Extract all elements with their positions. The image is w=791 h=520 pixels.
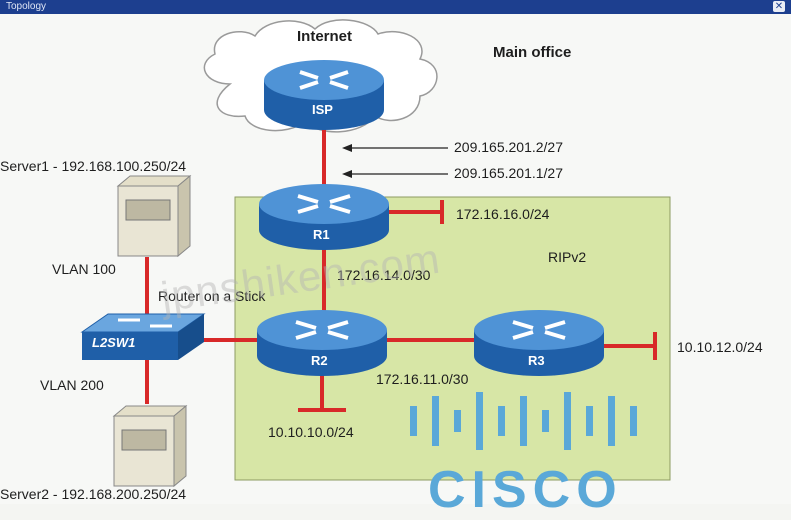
link-r2-r3-label: 172.16.11.0/30: [376, 371, 469, 387]
isp-router-label: ISP: [312, 102, 333, 117]
router-isp[interactable]: [264, 60, 384, 130]
window-titlebar: Topology ✕: [0, 0, 791, 14]
server2-label: Server2 - 192.168.200.250/24: [0, 486, 187, 502]
r3-router-label: R3: [528, 353, 545, 368]
isp-ip-2-label: 209.165.201.2/27: [454, 139, 563, 155]
server2-icon[interactable]: [112, 404, 188, 488]
cisco-logo-bars: [410, 392, 637, 450]
vlan200-label: VLAN 200: [40, 377, 104, 393]
router-r2[interactable]: [257, 310, 387, 376]
window-title: Topology: [6, 1, 47, 12]
server1-label: Server1 - 192.168.100.250/24: [0, 158, 187, 174]
router-r1[interactable]: [259, 184, 389, 250]
close-icon[interactable]: ✕: [773, 1, 785, 12]
router-r3[interactable]: [474, 310, 604, 376]
switch-l2sw1[interactable]: [80, 313, 206, 360]
main-office-label: Main office: [493, 44, 572, 61]
isp-ip-1-label: 209.165.201.1/27: [454, 165, 563, 181]
topology-canvas: Internet Main office 209.165.201.2/27 20…: [0, 14, 791, 519]
r1-lan-label: 172.16.16.0/24: [456, 206, 550, 222]
arrow-isp-ip1: [342, 170, 448, 178]
vlan100-label: VLAN 100: [52, 261, 116, 277]
internet-label: Internet: [297, 28, 353, 45]
r2-lan-label: 10.10.10.0/24: [268, 424, 354, 440]
arrow-isp-ip2: [342, 144, 448, 152]
server1-icon[interactable]: [116, 174, 192, 258]
ripv2-label: RIPv2: [548, 249, 587, 265]
link-r1-r2-label: 172.16.14.0/30: [337, 267, 431, 283]
r2-router-label: R2: [311, 353, 328, 368]
switch-label: L2SW1: [92, 335, 136, 350]
router-on-stick-label: Router on a Stick: [158, 288, 266, 304]
r3-lan-label: 10.10.12.0/24: [677, 339, 763, 355]
r1-router-label: R1: [313, 227, 330, 242]
cisco-logo-text: CISCO: [428, 461, 623, 519]
